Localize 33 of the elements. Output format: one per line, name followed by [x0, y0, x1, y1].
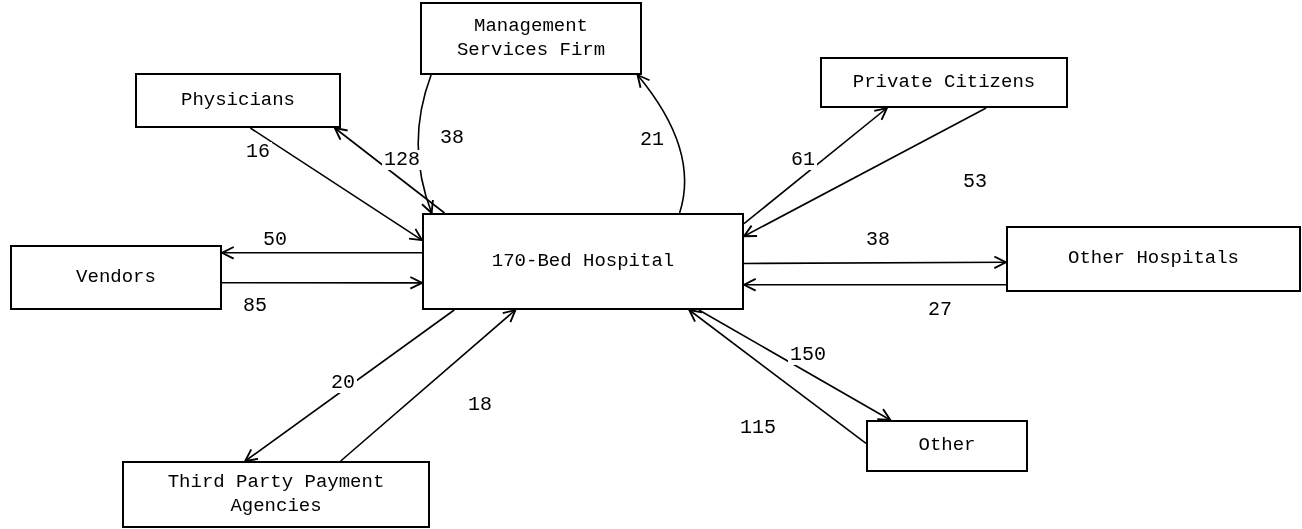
process-box: [866, 420, 1028, 472]
process-box: [420, 2, 642, 75]
arrow: [333, 127, 446, 214]
box-label: Other: [918, 434, 976, 458]
arrow: [636, 74, 686, 214]
edge-label: 61: [789, 150, 817, 170]
arrow: [339, 309, 517, 462]
edge-label: 128: [382, 150, 422, 170]
process-box: [1006, 226, 1301, 292]
process-box: [820, 57, 1068, 108]
box-label: Management Services Firm: [455, 14, 607, 63]
arrow: [743, 107, 987, 238]
box-label: Other Hospitals: [1068, 247, 1239, 271]
arrow: [698, 309, 892, 421]
process-box: [10, 245, 222, 310]
arrow: [221, 246, 423, 260]
arrow: [249, 127, 423, 242]
edge-label: 20: [329, 373, 357, 393]
arrow: [688, 309, 867, 445]
arrow: [244, 309, 455, 462]
arrow: [743, 107, 888, 225]
box-label: Private Citizens: [852, 70, 1036, 95]
arrow: [743, 278, 1007, 292]
arrow: [221, 276, 423, 290]
process-box: [422, 213, 744, 310]
process-box: [135, 73, 341, 128]
process-box: [122, 461, 430, 528]
edge-label: 150: [788, 345, 828, 365]
arrow: [743, 255, 1007, 270]
box-label: Third Party Payment Agencies: [166, 470, 386, 519]
box-label: Physicians: [181, 88, 295, 113]
box-label: 170-Bed Hospital: [491, 249, 675, 274]
box-label: Vendors: [76, 265, 156, 290]
